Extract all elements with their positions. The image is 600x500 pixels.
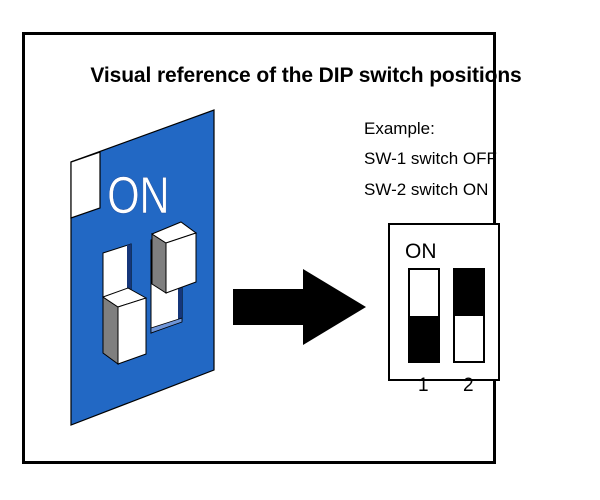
dip-switch-1-number: 1 bbox=[418, 375, 429, 396]
slider-1-front bbox=[117, 297, 147, 365]
example-line-sw2: SW-2 switch ON bbox=[364, 180, 489, 199]
slider-2-side bbox=[151, 233, 167, 294]
right-arrow-icon bbox=[233, 269, 366, 345]
dip-diagram-on-label: ON bbox=[405, 240, 437, 263]
slider-2-front bbox=[165, 232, 197, 294]
panel-corner-marker bbox=[70, 151, 101, 219]
example-line-sw1: SW-1 switch OFF bbox=[364, 149, 497, 168]
slot-2-shadow-bottom bbox=[150, 317, 183, 334]
slider-1-side bbox=[102, 296, 119, 365]
panel-on-label: ON bbox=[107, 166, 169, 225]
dip-switch-2-actuator bbox=[454, 269, 484, 316]
example-heading: Example: bbox=[364, 119, 435, 138]
dip-switch-2-number: 2 bbox=[463, 375, 474, 396]
page-title: Visual reference of the DIP switch posit… bbox=[90, 64, 522, 87]
dip-switch-1-actuator bbox=[409, 316, 439, 362]
